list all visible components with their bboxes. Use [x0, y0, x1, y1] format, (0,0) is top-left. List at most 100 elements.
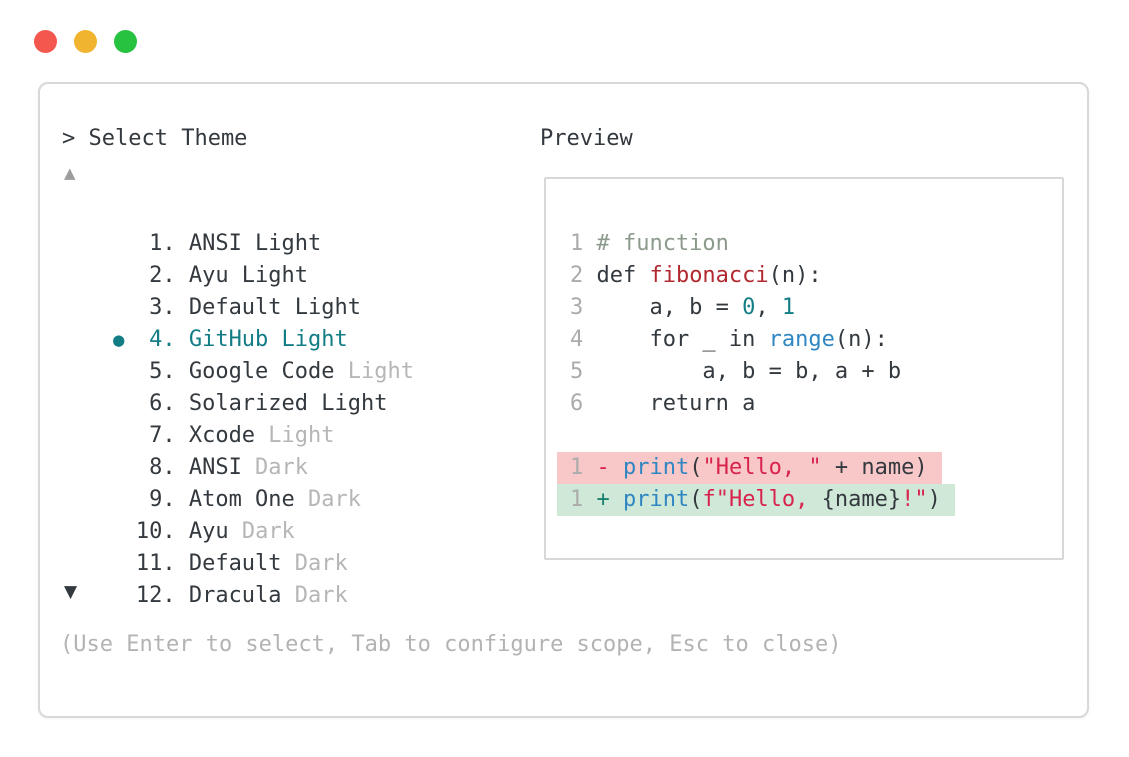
selected-bullet — [113, 484, 136, 516]
code-token-comment: # function — [596, 231, 729, 256]
theme-number: 7. — [149, 423, 176, 448]
diff-sample: 1- print("Hello, " + name)1+ print(f"Hel… — [557, 452, 1062, 516]
code-token-builtin: print — [622, 455, 690, 480]
theme-name: Dracula — [188, 583, 282, 608]
line-number: 4 — [570, 327, 584, 352]
code-token-plain: (n): — [834, 327, 888, 352]
theme-list-item[interactable]: 5.Google Code Light — [60, 324, 414, 384]
theme-variant-muted: Dark — [294, 487, 362, 512]
line-number: 1 — [570, 487, 584, 512]
code-token-number: 0 — [742, 295, 756, 320]
diff-line-removed: 1- print("Hello, " + name) — [557, 452, 942, 484]
selected-bullet — [113, 260, 136, 292]
code-token-plain: + name) — [821, 455, 928, 480]
code-token-plain: (n): — [768, 263, 822, 288]
theme-name: Default Light — [188, 295, 362, 320]
line-number: 3 — [570, 295, 584, 320]
code-token-number: 1 — [781, 295, 796, 320]
theme-name: GitHub Light — [188, 327, 348, 352]
theme-number: 2. — [149, 263, 176, 288]
scroll-up-indicator-icon: ▲ — [64, 164, 76, 182]
line-number: 1 — [570, 231, 584, 256]
theme-variant-muted: Dark — [241, 455, 309, 480]
selected-bullet — [113, 356, 136, 388]
code-token-string: "Hello, " — [702, 455, 822, 480]
theme-name: Ayu Light — [188, 263, 309, 288]
theme-list-item[interactable]: 7. Xcode Light — [60, 388, 414, 448]
select-theme-prompt: > Select Theme — [62, 126, 248, 151]
theme-list-item[interactable]: 8. ANSI Dark — [60, 420, 414, 480]
code-line: 6 return a — [570, 388, 1062, 420]
theme-list-item[interactable]: 2. Ayu Light — [60, 228, 414, 288]
window-controls — [34, 30, 137, 53]
selected-bullet — [113, 452, 136, 484]
preview-label: Preview — [540, 126, 633, 151]
code-token-plain: ( — [689, 487, 703, 512]
line-number: 6 — [570, 391, 584, 416]
theme-variant-muted: Light — [255, 423, 335, 448]
theme-number: 10. — [135, 519, 176, 544]
code-token-plain: return a — [596, 391, 756, 416]
code-token-removed-sign: - — [596, 455, 623, 480]
theme-list-item[interactable]: ●4.GitHub Light — [60, 292, 414, 352]
code-token-plain: def — [596, 263, 650, 288]
code-token-string: !" — [901, 487, 928, 512]
diff-line-added: 1+ print(f"Hello, {name}!") — [557, 484, 955, 516]
theme-list-item[interactable]: 6. Solarized Light — [60, 356, 414, 416]
theme-list-item[interactable]: 1. ANSI Light — [60, 196, 414, 256]
code-token-string: f"Hello, — [702, 487, 822, 512]
theme-name: Ayu — [188, 519, 229, 544]
minimize-window-button[interactable] — [74, 30, 97, 53]
code-token-plain: , — [755, 295, 782, 320]
selected-bullet — [113, 228, 136, 260]
selected-bullet — [113, 388, 136, 420]
code-token-builtin: range — [768, 327, 835, 352]
theme-variant-muted: Light — [334, 359, 415, 384]
theme-number: 12. — [135, 583, 176, 608]
code-token-plain: ) — [927, 487, 941, 512]
code-token-function: fibonacci — [649, 263, 769, 288]
keyboard-hint: (Use Enter to select, Tab to configure s… — [60, 632, 842, 657]
zoom-window-button[interactable] — [114, 30, 137, 53]
line-number: 1 — [570, 455, 584, 480]
close-window-button[interactable] — [34, 30, 57, 53]
code-line: 5 a, b = b, a + b — [570, 356, 1062, 388]
code-line: 4 for _ in range(n): — [570, 324, 1062, 356]
code-token-plain: for _ in — [596, 327, 769, 352]
code-token-plain: a, b = b, a + b — [596, 359, 902, 384]
theme-name: Xcode — [188, 423, 256, 448]
theme-number: 8. — [149, 455, 176, 480]
theme-name: ANSI — [188, 455, 242, 480]
theme-name: Solarized Light — [188, 391, 388, 416]
line-number: 5 — [570, 359, 584, 384]
theme-number: 6. — [149, 391, 176, 416]
theme-list-item[interactable]: 10. Ayu Dark — [60, 484, 414, 544]
theme-name: ANSI Light — [188, 231, 322, 256]
scroll-down-indicator-icon: ▼ — [64, 582, 78, 602]
code-line: 3 a, b = 0, 1 — [570, 292, 1062, 324]
theme-name: Google Code — [188, 359, 335, 384]
theme-list-item[interactable]: 11. Default Dark — [60, 516, 414, 576]
theme-list-item[interactable]: 9.Atom One Dark — [60, 452, 414, 512]
code-token-plain: {name} — [821, 487, 902, 512]
code-token-plain: a, b = — [596, 295, 743, 320]
selected-bullet — [113, 292, 136, 324]
theme-name: Default — [188, 551, 282, 576]
code-token-plain: ( — [689, 455, 703, 480]
theme-list: 1. ANSI Light 2. Ayu Light 3.Default Light… — [60, 196, 414, 608]
theme-number: 11. — [135, 551, 176, 576]
theme-list-item[interactable]: 12. Dracula Dark — [60, 548, 414, 608]
code-line: 1 # function — [570, 228, 1062, 260]
selected-bullet — [113, 420, 136, 452]
theme-list-item[interactable]: 3.Default Light — [60, 260, 414, 320]
theme-variant-muted: Dark — [228, 519, 295, 544]
selected-bullet: ● — [112, 329, 125, 351]
theme-variant-muted: Dark — [281, 583, 348, 608]
selected-bullet — [113, 548, 136, 580]
code-token-added-sign: + — [596, 487, 623, 512]
theme-number: 1. — [149, 231, 176, 256]
